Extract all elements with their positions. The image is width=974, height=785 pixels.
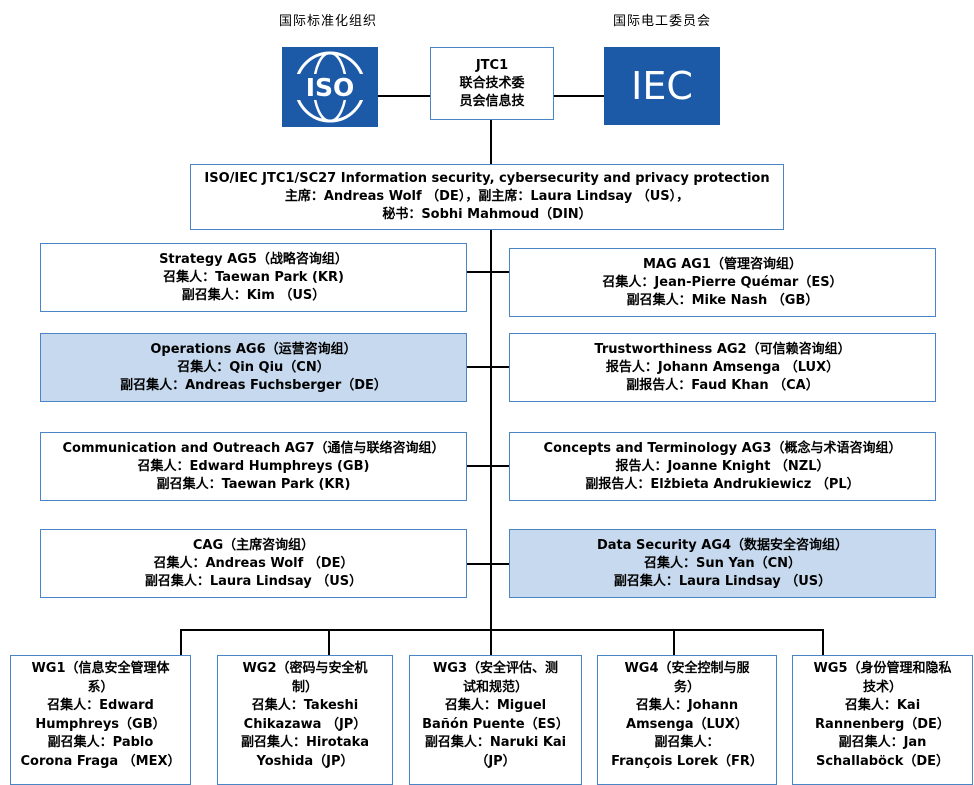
ag4-convener: 召集人：Sun Yan（CN）	[643, 555, 802, 571]
iec-logo-mark: IEC	[631, 64, 693, 108]
iec-logo: IEC	[604, 47, 720, 125]
sc27-secretary: 秘书：Sobhi Mahmoud（DIN）	[382, 207, 592, 222]
wg3-deputy-name: （JP）	[475, 753, 516, 769]
wg4-title: WG4（安全控制与服	[624, 661, 750, 676]
ag4-box: Data Security AG4（数据安全咨询组） 召集人：Sun Yan（C…	[509, 529, 936, 598]
ag4-deputy: 副召集人：Laura Lindsay （US）	[613, 573, 832, 589]
wg3-title-cont: 试和规范）	[462, 679, 528, 695]
ag5-deputy: 副召集人：Kim （US）	[181, 287, 326, 303]
jtc1-line2: 联合技术委	[459, 75, 525, 91]
row4-connector	[467, 563, 509, 565]
iso-logo-text: ISO	[306, 73, 355, 102]
sc27-title: ISO/IEC JTC1/SC27 Information security, …	[204, 171, 770, 186]
ag7-convener: 召集人：Edward Humphreys (GB)	[137, 458, 370, 474]
wg2-deputy-name: Yoshida（JP）	[256, 753, 354, 769]
wg3-convener-name: Bañón Puente（ES）	[422, 716, 569, 732]
iec-logo-text: IEC	[631, 64, 693, 108]
ag6-deputy: 副召集人：Andreas Fuchsberger（DE）	[120, 377, 387, 393]
wg1-deputy-label: 副召集人：Pablo	[47, 735, 154, 750]
ag6-convener: 召集人：Qin Qiu（CN）	[177, 359, 330, 375]
ag3-deputy: 副报告人：Elżbieta Andrukiewicz （PL）	[585, 476, 860, 492]
wg5-deputy-name: Schallaböck（DE）	[815, 753, 950, 769]
wg1-title-cont: 系）	[87, 679, 114, 695]
row3-connector	[467, 465, 509, 467]
ag7-box: Communication and Outreach AG7（通信与联络咨询组）…	[40, 432, 467, 501]
main-trunk-line	[490, 230, 492, 630]
ag2-deputy: 副报告人：Faud Khan （CA）	[626, 377, 819, 393]
wg3-drop	[490, 629, 492, 655]
wg5-title: WG5（身份管理和隐私	[813, 661, 952, 676]
wg3-box: WG3（安全评估、测 试和规范） 召集人：Miguel Bañón Puente…	[409, 655, 582, 785]
wg4-convener-name: Amsenga（LUX）	[626, 716, 748, 732]
ag1-box: MAG AG1（管理咨询组） 召集人：Jean-Pierre Quémar（ES…	[509, 248, 936, 317]
wg2-convener-label: 召集人：Takeshi	[251, 698, 359, 713]
ag5-title: Strategy AG5（战略咨询组）	[159, 251, 348, 267]
ag1-title: MAG AG1（管理咨询组）	[643, 256, 802, 272]
row2-connector	[467, 366, 509, 368]
wg1-box: WG1（信息安全管理体 系） 召集人：Edward Humphreys（GB） …	[10, 655, 191, 785]
wg5-title-cont: 技术）	[862, 679, 902, 695]
wg3-title: WG3（安全评估、测	[432, 661, 559, 676]
ag4-title: Data Security AG4（数据安全咨询组）	[596, 537, 849, 553]
wg1-drop	[180, 629, 182, 655]
wg4-deputy-name: François Lorek（FR）	[611, 753, 763, 769]
jtc1-box: JTC1 联合技术委 员会信息技	[430, 47, 554, 120]
wg3-convener-label: 召集人：Miguel	[444, 698, 547, 713]
ag2-rapporteur: 报告人：Johann Amsenga （LUX）	[605, 359, 840, 375]
sc27-chairs: 主席：Andreas Wolf （DE），副主席：Laura Lindsay （…	[284, 189, 690, 204]
wg2-convener-name: Chikazawa （JP）	[243, 716, 367, 732]
row1-connector	[467, 271, 509, 273]
iso-jtc1-connector	[378, 95, 430, 97]
ag5-box: Strategy AG5（战略咨询组） 召集人：Taewan Park (KR)…	[40, 243, 467, 312]
ag7-deputy: 副召集人：Taewan Park (KR)	[156, 476, 351, 492]
wg2-title: WG2（密码与安全机	[242, 661, 368, 676]
wg3-deputy-label: 副召集人：Naruki Kai	[424, 735, 567, 750]
wg1-convener-name: Humphreys（GB）	[35, 716, 166, 732]
wg4-box: WG4（安全控制与服 务） 召集人：Johann Amsenga（LUX） 副召…	[597, 655, 777, 785]
iso-org-label: 国际标准化组织	[279, 14, 378, 29]
wg2-box: WG2（密码与安全机 制） 召集人：Takeshi Chikazawa （JP）…	[217, 655, 393, 785]
wg-horizontal-bus	[180, 629, 824, 631]
wg5-drop	[822, 629, 824, 655]
ag1-convener: 召集人：Jean-Pierre Quémar（ES）	[602, 274, 843, 290]
wg1-convener-label: 召集人：Edward	[47, 698, 154, 713]
cag-box: CAG（主席咨询组） 召集人：Andreas Wolf （DE） 副召集人：La…	[40, 529, 467, 598]
jtc1-sc27-connector	[490, 120, 492, 164]
wg2-deputy-label: 副召集人：Hirotaka	[240, 735, 370, 750]
jtc1-line3: 员会信息技	[459, 93, 525, 109]
iec-org-label: 国际电工委员会	[613, 14, 712, 29]
wg5-box: WG5（身份管理和隐私 技术） 召集人：Kai Rannenberg（DE） 副…	[792, 655, 973, 785]
cag-deputy: 副召集人：Laura Lindsay （US）	[144, 573, 363, 589]
wg5-convener-label: 召集人：Kai	[844, 698, 921, 713]
wg4-deputy-label: 副召集人：	[654, 735, 720, 750]
jtc1-title: JTC1	[475, 57, 509, 73]
wg2-drop	[328, 629, 330, 655]
iso-logo: ISO	[282, 47, 378, 127]
wg1-title: WG1（信息安全管理体	[31, 661, 170, 676]
wg2-title-cont: 制）	[291, 679, 318, 695]
sc27-box: ISO/IEC JTC1/SC27 Information security, …	[190, 164, 784, 230]
wg5-convener-name: Rannenberg（DE）	[815, 716, 950, 732]
wg5-deputy-label: 副召集人：Jan	[838, 735, 927, 750]
jtc1-iec-connector	[554, 95, 604, 97]
ag3-title: Concepts and Terminology AG3（概念与术语咨询组）	[543, 440, 902, 456]
ag6-box: Operations AG6（运营咨询组） 召集人：Qin Qiu（CN） 副召…	[40, 333, 467, 402]
ag2-title: Trustworthiness AG2（可信赖咨询组）	[594, 341, 851, 357]
wg4-drop	[673, 629, 675, 655]
ag5-convener: 召集人：Taewan Park (KR)	[163, 269, 344, 285]
iso-globe-icon: ISO	[288, 51, 372, 123]
cag-title: CAG（主席咨询组）	[192, 537, 315, 553]
ag3-rapporteur: 报告人：Joanne Knight （NZL）	[615, 458, 830, 474]
wg4-title-cont: 务）	[673, 679, 700, 695]
ag7-title: Communication and Outreach AG7（通信与联络咨询组）	[62, 440, 445, 456]
cag-convener: 召集人：Andreas Wolf （DE）	[153, 555, 354, 571]
wg1-deputy-name: Corona Fraga （MEX）	[20, 753, 181, 769]
wg4-convener-label: 召集人：Johann	[635, 698, 739, 713]
ag3-box: Concepts and Terminology AG3（概念与术语咨询组） 报…	[509, 432, 936, 501]
ag1-deputy: 副召集人：Mike Nash （GB）	[626, 292, 819, 308]
ag6-title: Operations AG6（运营咨询组）	[150, 341, 357, 357]
ag2-box: Trustworthiness AG2（可信赖咨询组） 报告人：Johann A…	[509, 333, 936, 402]
